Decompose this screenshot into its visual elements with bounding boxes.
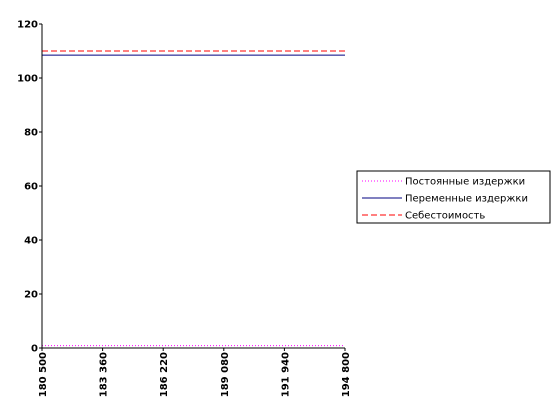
y-tick-label: 100 (17, 74, 38, 85)
y-tick-label: 60 (24, 182, 38, 193)
x-tick-label: 194 800 (341, 352, 352, 397)
x-tick-label: 186 220 (159, 352, 170, 397)
x-axis-ticks: 180 500 183 360 186 220 189 080 191 940 194 8… (38, 348, 352, 397)
series-layer (42, 50, 345, 347)
y-tick-label: 40 (24, 236, 38, 247)
legend-label: Постоянные издержки (405, 177, 525, 188)
x-tick-label: 191 940 (280, 352, 291, 397)
legend-box (356, 170, 551, 224)
x-tick-label: 180 500 (38, 352, 49, 397)
y-tick-label: 80 (24, 128, 38, 139)
y-axis-ticks: 0 20 40 60 80 100 120 (17, 20, 42, 355)
x-tick-label: 189 080 (220, 352, 231, 397)
y-tick-label: 20 (24, 290, 38, 301)
y-tick-label: 120 (17, 20, 38, 31)
legend-label: Себестоимость (405, 211, 485, 222)
x-tick-label: 183 360 (99, 352, 110, 397)
y-tick-label: 0 (31, 344, 38, 355)
legend-label: Переменные издержки (405, 194, 528, 205)
